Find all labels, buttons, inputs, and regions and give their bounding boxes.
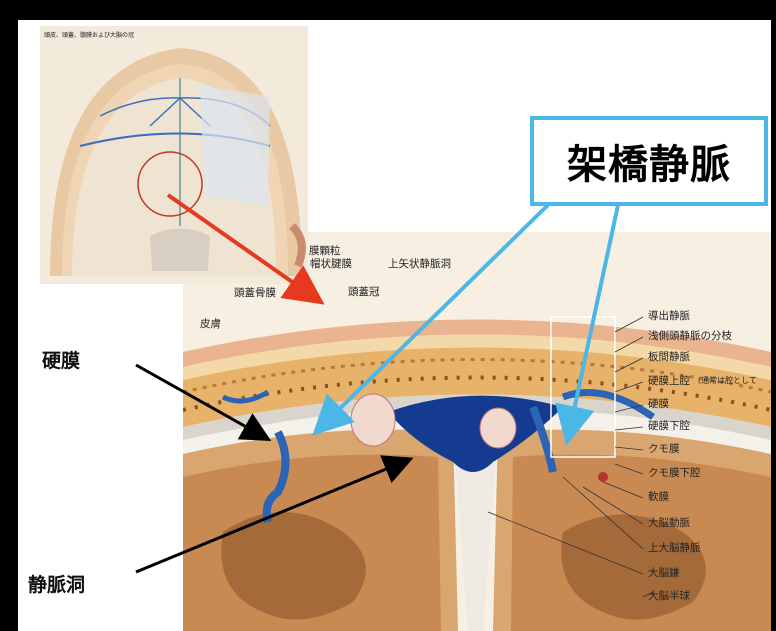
annotation-arrows bbox=[18, 20, 771, 631]
dura-arrow bbox=[136, 365, 266, 438]
slide-canvas: クモ膜顆粒 上矢状静脈洞 帽状腱膜 頭蓋骨膜 皮膚 頭蓋冠 導出静脈 浅側頭静脈… bbox=[18, 20, 771, 631]
red-pointer-arrow bbox=[168, 195, 318, 300]
bridging-vein-arrow-right bbox=[568, 205, 618, 438]
venous-sinus-arrow bbox=[136, 460, 408, 572]
bridging-vein-arrow-left bbox=[318, 205, 548, 430]
